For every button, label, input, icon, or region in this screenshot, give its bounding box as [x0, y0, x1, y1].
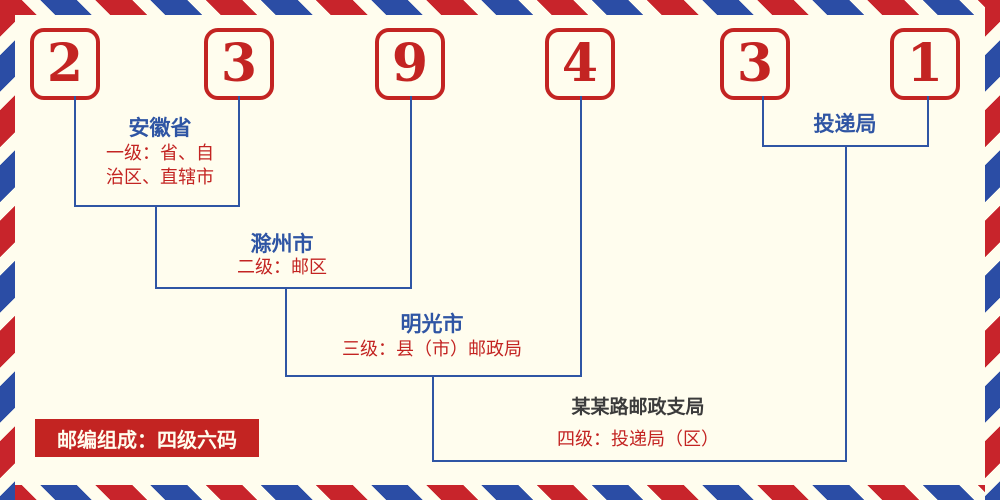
- level2-description: 二级：邮区: [237, 257, 327, 278]
- composition-badge: 邮编组成：四级六码: [35, 419, 259, 457]
- digit-box-4: 4: [545, 28, 615, 100]
- level4-branch-name: 某某路邮政支局: [571, 396, 705, 418]
- level3-description: 三级：县（市）邮政局: [342, 339, 522, 360]
- digit-box-3: 9: [375, 28, 445, 100]
- connector-line-l3-left: [285, 287, 287, 375]
- connector-line-l4-bottom: [432, 460, 847, 462]
- digit-4: 4: [561, 33, 599, 94]
- connector-line-l2-right: [410, 96, 412, 287]
- digit-3: 9: [391, 33, 429, 94]
- level4-description: 四级：投递局（区）: [557, 429, 719, 450]
- airmail-border-bottom-icon: [0, 485, 1000, 500]
- level3-region-name: 明光市: [400, 312, 464, 336]
- level1-description: 一级：省、自 治区、直辖市: [106, 143, 214, 189]
- level1-region-name: 安徽省: [128, 116, 192, 140]
- connector-line-l2-bottom: [155, 287, 412, 289]
- digit-1: 2: [46, 33, 84, 94]
- connector-line-l3-right: [580, 96, 582, 375]
- digit-box-5: 3: [720, 28, 790, 100]
- digit-6: 1: [906, 33, 944, 94]
- digit-5: 3: [736, 33, 774, 94]
- digit-box-1: 2: [30, 28, 100, 100]
- connector-line-l4-right: [845, 145, 847, 460]
- connector-line-l1-left: [74, 96, 76, 205]
- airmail-border-left-icon: [0, 0, 15, 500]
- digit-2: 3: [220, 33, 258, 94]
- digit-box-6: 1: [890, 28, 960, 100]
- delivery-bureau-label: 投递局: [813, 112, 877, 136]
- airmail-border-right-icon: [985, 0, 1000, 500]
- connector-line-delivery-right: [927, 96, 929, 145]
- composition-badge-text: 邮编组成：四级六码: [57, 427, 237, 452]
- level2-region-name: 滁州市: [250, 232, 314, 256]
- connector-line-l4-left: [432, 375, 434, 460]
- airmail-border-top-icon: [0, 0, 1000, 15]
- connector-line-delivery-left: [762, 96, 764, 145]
- connector-line-l2-left: [155, 205, 157, 287]
- connector-line-l1-right: [238, 96, 240, 205]
- digit-box-2: 3: [204, 28, 274, 100]
- connector-line-l1-bottom: [74, 205, 240, 207]
